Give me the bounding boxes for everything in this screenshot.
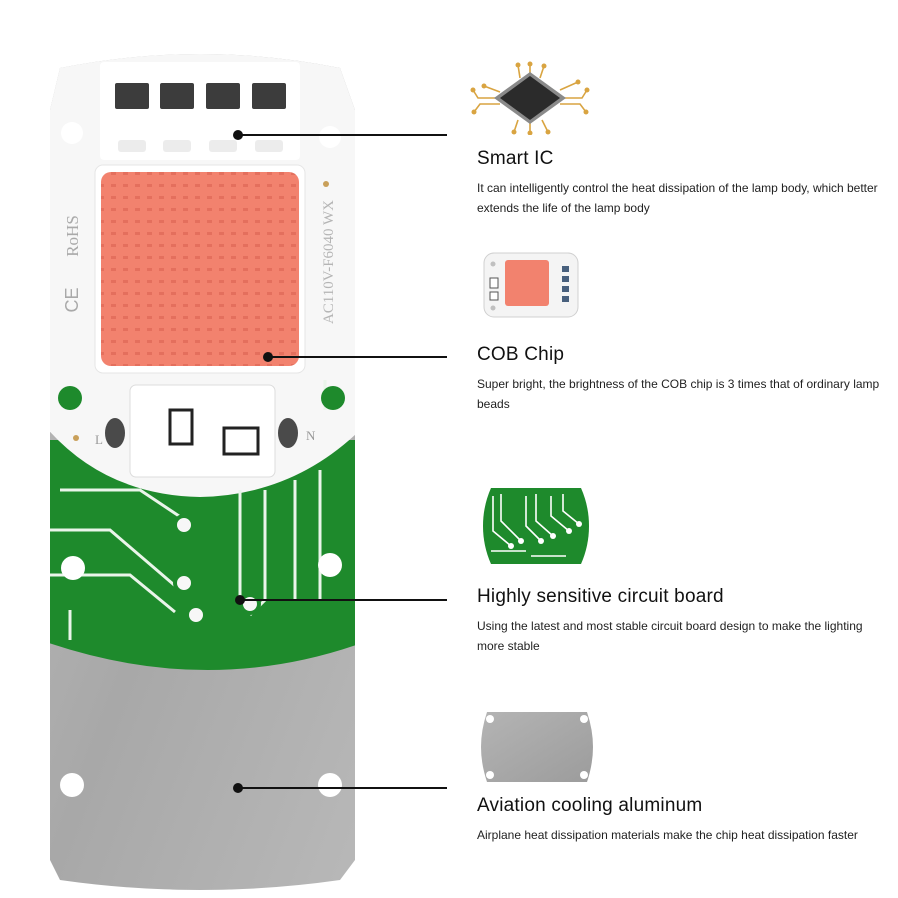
mounting-holes (60, 122, 342, 797)
cob-module-icon (483, 252, 579, 318)
connector-slot-right (222, 426, 260, 456)
rohs-mark: RoHS (63, 215, 82, 257)
callout-title: COB Chip (477, 344, 565, 365)
callout-description: Super bright, the brightness of the COB … (477, 377, 880, 411)
aluminum-plate-icon (481, 712, 593, 782)
callout-title: Highly sensitive circuit board (477, 586, 724, 607)
pcb-traces (50, 380, 327, 640)
callout-smart-ic: Smart IC It can intelligently control th… (477, 148, 887, 218)
ic-chip-icon (470, 61, 590, 135)
model-text: AC110V-F6040 WX (321, 200, 337, 324)
green-corner-dots (58, 386, 345, 410)
callout-description: Airplane heat dissipation materials make… (477, 828, 858, 842)
callout-description: It can intelligently control the heat di… (477, 181, 878, 215)
ic-pin-shadows (118, 140, 283, 152)
leader-lines (238, 134, 447, 789)
callout-cob-chip: COB Chip Super bright, the brightness of… (477, 344, 887, 414)
callout-description: Using the latest and most stable circuit… (477, 619, 863, 653)
pin-label-n: N (306, 428, 316, 443)
callout-aluminum: Aviation cooling aluminum Airplane heat … (477, 795, 887, 845)
connector-slot-left (168, 408, 194, 446)
ce-mark: CE (62, 287, 82, 312)
pin-label-l: L (95, 432, 103, 447)
pcb-green-area (50, 440, 355, 670)
solder-point-n (278, 418, 298, 448)
callout-title: Aviation cooling aluminum (477, 795, 703, 816)
marker-dot-l (73, 435, 79, 441)
solder-point-l (105, 418, 125, 448)
circuit-board-icon (483, 488, 589, 564)
callout-circuit-board: Highly sensitive circuit board Using the… (477, 586, 887, 656)
cob-chip-led-area (101, 172, 299, 366)
ic-pins (115, 83, 286, 109)
callout-title: Smart IC (477, 148, 554, 169)
marker-dot-top (323, 181, 329, 187)
board-body (50, 54, 355, 890)
leader-dots (233, 130, 273, 793)
